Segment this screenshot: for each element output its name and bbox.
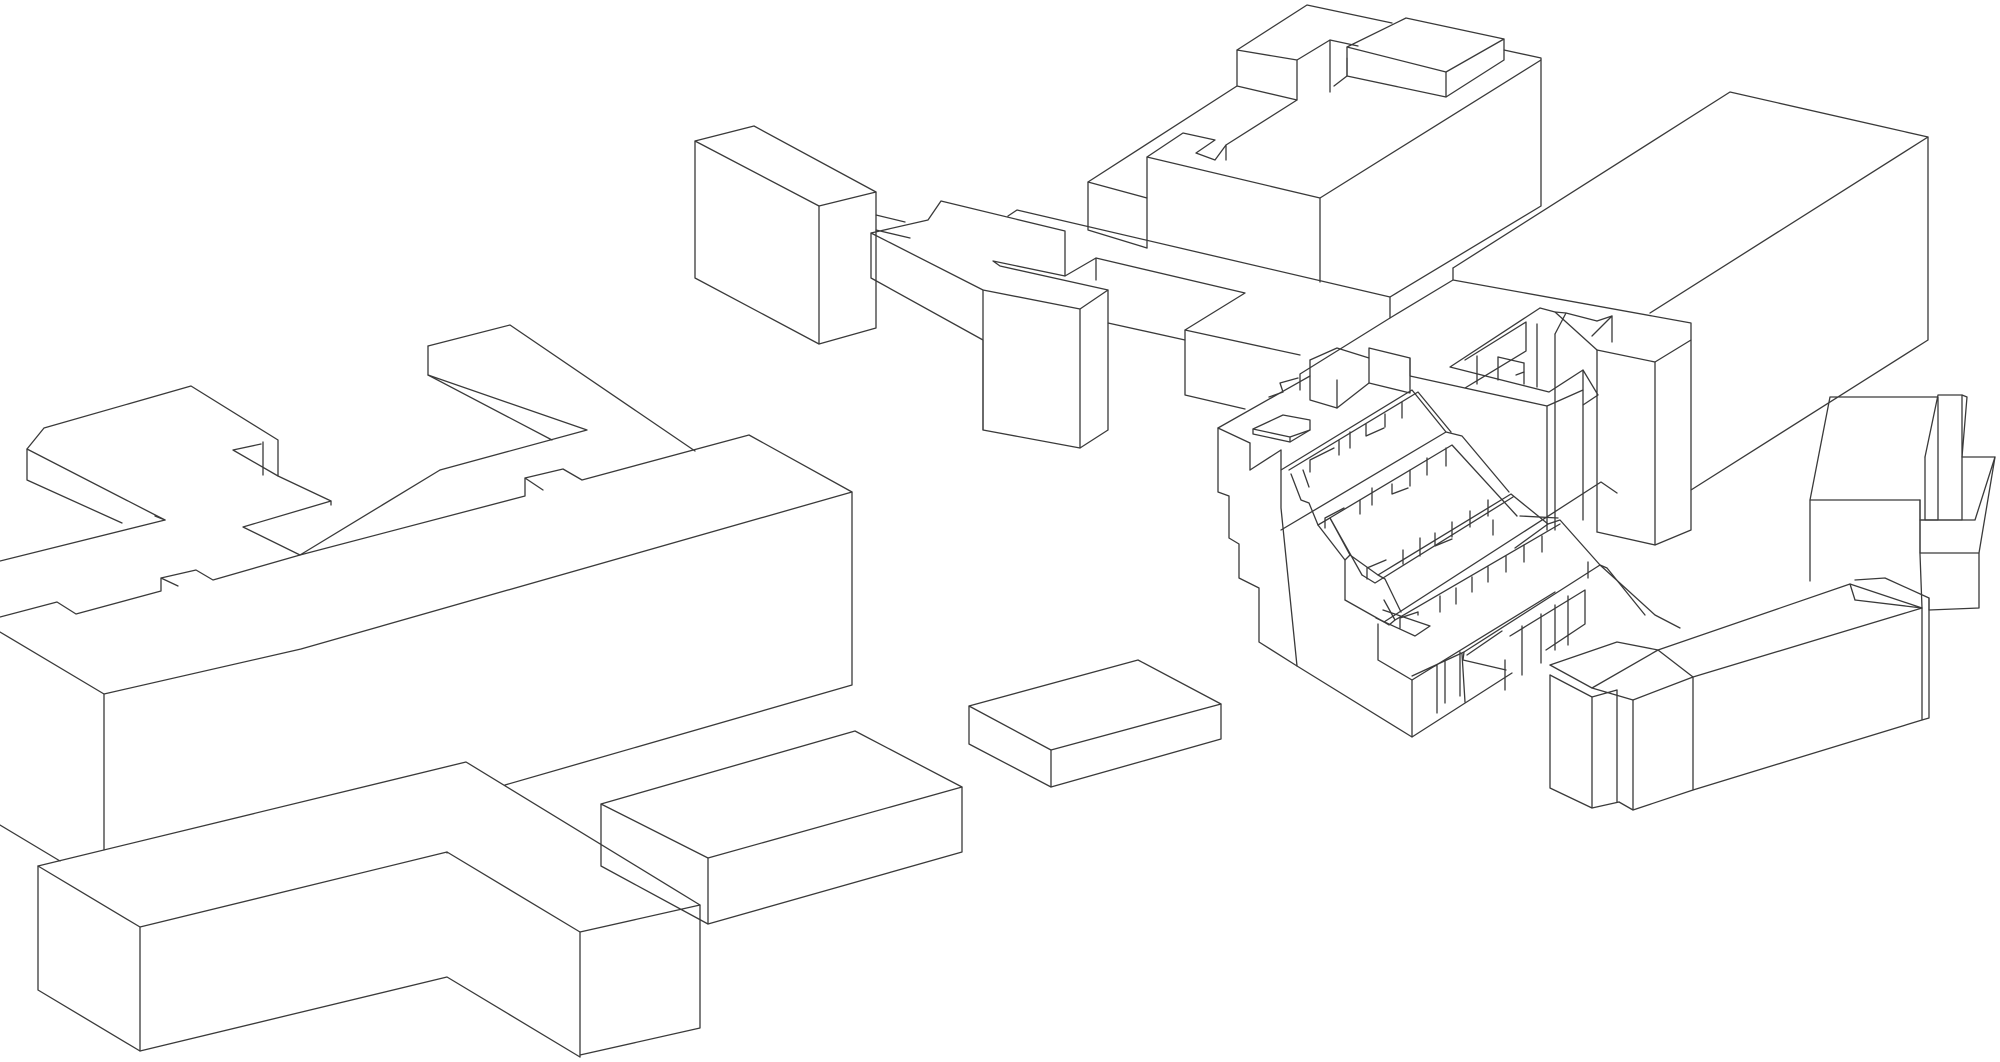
building-left-wing xyxy=(0,324,853,862)
building-front-left xyxy=(37,761,701,1058)
building-front-middle xyxy=(600,730,963,925)
building-far-right xyxy=(1809,394,1996,611)
building-upper-connector xyxy=(870,200,1391,449)
building-upper-tower xyxy=(694,125,877,345)
building-top-cluster xyxy=(1087,4,1542,298)
building-right-tall xyxy=(1389,91,1929,491)
building-central-stepped xyxy=(1217,279,1692,738)
building-right-lower xyxy=(1549,577,1930,811)
building-center-small xyxy=(968,659,1222,788)
